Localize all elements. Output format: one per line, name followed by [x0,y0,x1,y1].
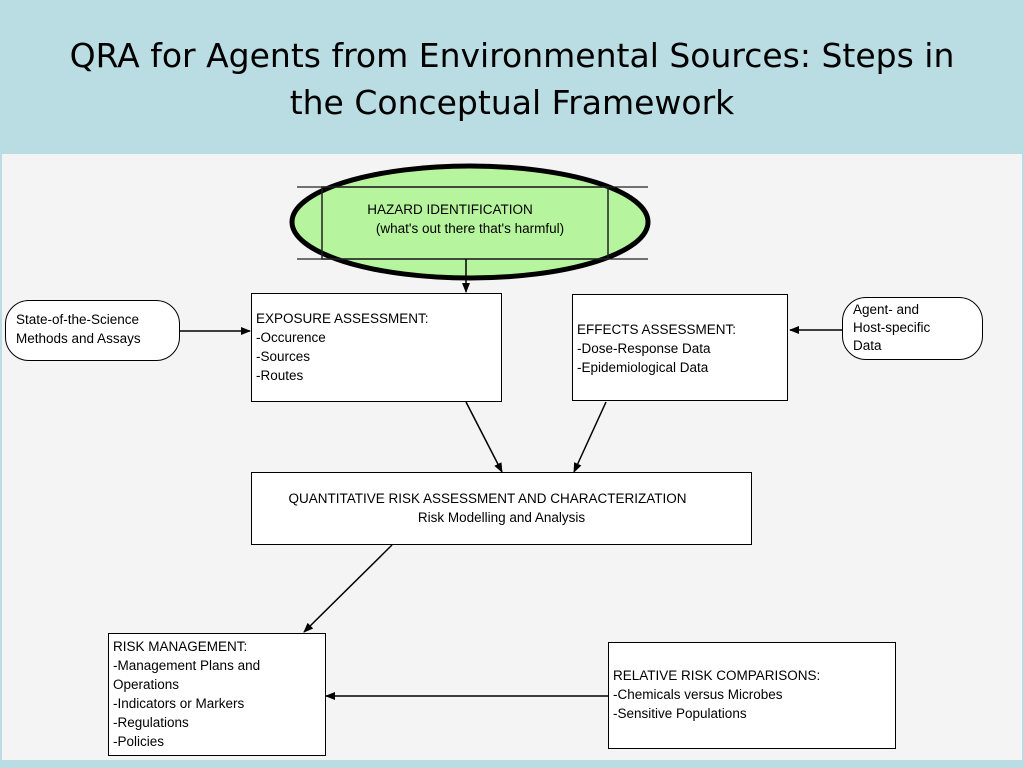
risk-management-node: RISK MANAGEMENT: -Management Plans and O… [108,633,326,756]
relative-risk-comparisons-node: RELATIVE RISK COMPARISONS: -Chemicals ve… [608,642,896,749]
hazard-title: HAZARD IDENTIFICATION [367,202,533,217]
exposure-assessment-node: EXPOSURE ASSESSMENT: -Occurence -Sources… [251,293,502,402]
effects-item-epidemiological: -Epidemiological Data [577,360,709,375]
state-of-science-line-2: Methods and Assays [16,331,141,346]
risk-management-heading: RISK MANAGEMENT: [113,639,248,654]
slide-title-line-1: QRA for Agents from Environmental Source… [69,36,955,75]
exposure-heading: EXPOSURE ASSESSMENT: [256,311,429,326]
qra-subtitle: Risk Modelling and Analysis [417,510,586,525]
quantitative-risk-assessment-node: QUANTITATIVE RISK ASSESSMENT AND CHARACT… [251,472,752,545]
hazard-subtitle: (what's out there that's harmful) [375,221,565,236]
risk-management-item-policies: -Policies [113,734,165,749]
exposure-item-sources: -Sources [256,349,311,364]
relative-risk-item-chemicals: -Chemicals versus Microbes [613,687,783,702]
relative-risk-item-populations: -Sensitive Populations [613,706,747,721]
risk-management-item-plans: -Management Plans and [113,658,261,673]
risk-management-item-operations: Operations [113,677,180,692]
state-of-science-node: State-of-the-Science Methods and Assays [5,300,180,361]
slide-title: QRA for Agents from Environmental Source… [0,0,1024,154]
hazard-identification-node: HAZARD IDENTIFICATION (what's out there … [322,200,608,238]
exposure-item-occurence: -Occurence [256,330,326,345]
slide-title-line-2: the Conceptual Framework [289,83,735,122]
agent-host-data-node: Agent- and Host-specific Data [842,297,983,360]
agent-host-line-3: Data [853,338,882,353]
risk-management-item-regulations: -Regulations [113,715,189,730]
qra-title: QUANTITATIVE RISK ASSESSMENT AND CHARACT… [288,491,687,506]
exposure-item-routes: -Routes [256,368,304,383]
agent-host-line-1: Agent- and [853,302,920,317]
effects-assessment-node: EFFECTS ASSESSMENT: -Dose-Response Data … [572,294,788,401]
effects-heading: EFFECTS ASSESSMENT: [577,322,737,337]
relative-risk-heading: RELATIVE RISK COMPARISONS: [613,668,821,683]
state-of-science-line-1: State-of-the-Science [16,312,140,327]
effects-item-dose-response: -Dose-Response Data [577,341,711,356]
agent-host-line-2: Host-specific [853,320,931,335]
risk-management-item-indicators: -Indicators or Markers [113,696,245,711]
bottom-strip [0,760,1024,768]
